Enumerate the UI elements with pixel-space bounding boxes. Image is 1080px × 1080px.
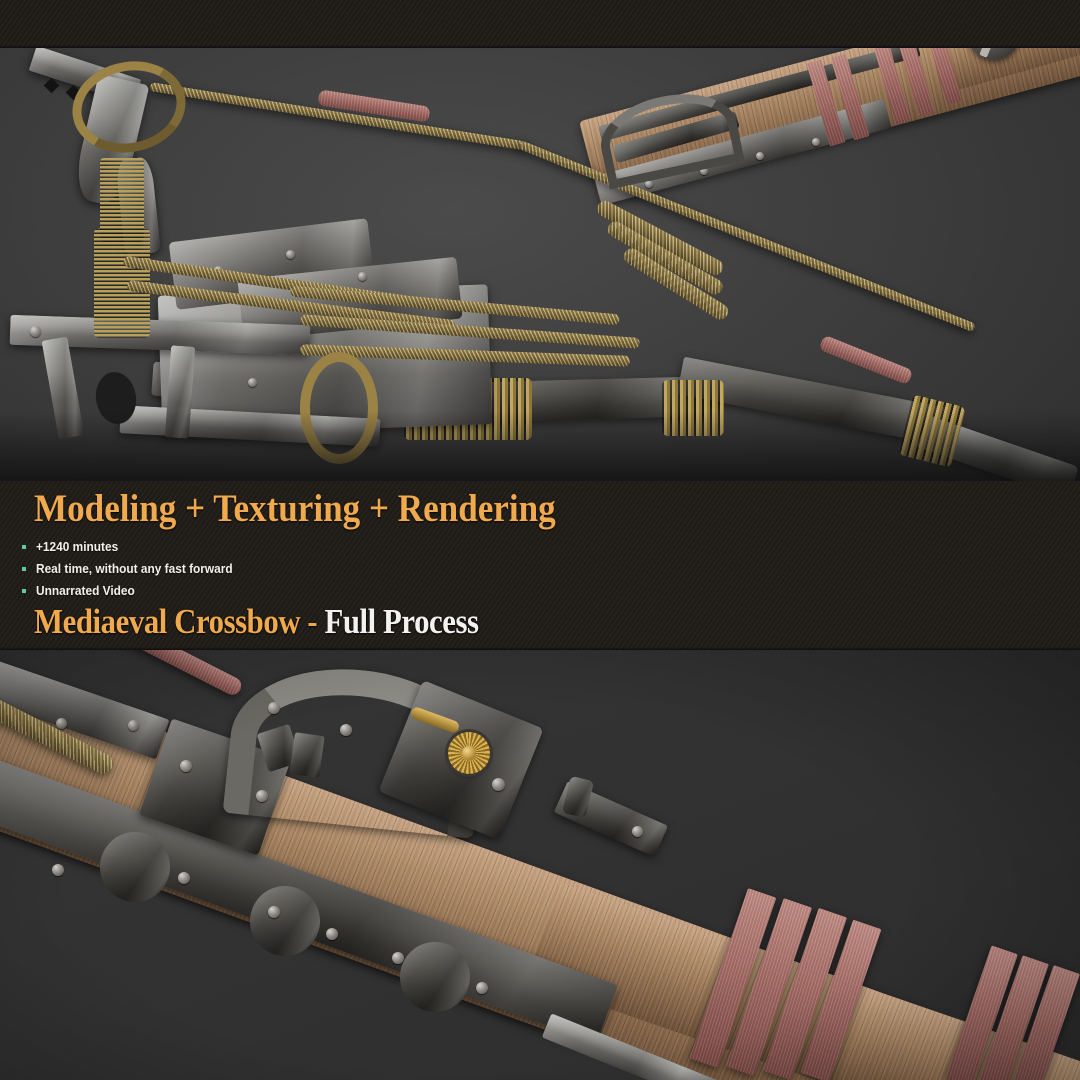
square-bullet-icon <box>22 588 26 593</box>
lock-box-rivet <box>286 250 295 259</box>
bullet-label: Unnarrated Video <box>36 583 135 598</box>
detail-housing-rivet <box>256 790 268 802</box>
detail-housing-rivet <box>180 760 192 772</box>
detail-plate-rivet <box>326 928 338 940</box>
bowstring-right <box>518 140 977 333</box>
string-hook-hole-a <box>43 77 60 94</box>
detail-nut-claw <box>289 732 325 778</box>
bottom-title-dash: - <box>300 602 325 641</box>
brass-medallion-center <box>462 746 476 760</box>
lock-box-rivet <box>358 272 367 281</box>
detail-plate-rivet <box>268 906 280 918</box>
detail-plate-rivet <box>476 982 488 994</box>
process-heading: Modeling + Texturing + Rendering <box>34 487 556 530</box>
bolt-shaft-wrap <box>75 650 245 698</box>
tiller-rivet <box>756 152 764 160</box>
square-bullet-icon <box>22 544 26 549</box>
bowstring-grip-wrap-right <box>818 334 914 386</box>
feature-bullet-list: +1240 minutes Real time, without any fas… <box>22 538 243 604</box>
bottom-title-gold: Mediaeval Crossbow <box>34 602 301 641</box>
middle-info-banner <box>0 481 1080 650</box>
list-item: +1240 minutes <box>22 538 243 555</box>
tiller-rivet <box>812 138 820 146</box>
tiller-rivet <box>645 180 653 188</box>
detail-plate-rivet <box>178 872 190 884</box>
square-bullet-icon <box>22 566 26 571</box>
tiller-rivet <box>700 167 708 175</box>
detail-medallion-rivet <box>492 778 505 791</box>
bottom-title-text: Mediaeval Crossbow - Full Process <box>34 604 479 639</box>
detail-clamp-rivet <box>128 720 139 731</box>
bottom-title-white: Full Process <box>324 602 479 641</box>
crossbow-full-render <box>0 0 1080 481</box>
list-item: Unnarrated Video <box>22 582 243 599</box>
list-item: Real time, without any fast forward <box>22 560 243 577</box>
bullet-label: Real time, without any fast forward <box>36 561 233 576</box>
detail-plate-rivet <box>52 864 64 876</box>
detail-plate-rivet <box>392 952 404 964</box>
stirrup-rivet <box>30 326 41 337</box>
detail-bridge-rivet <box>340 724 352 736</box>
render-top-vignette <box>0 411 1080 481</box>
detail-clamp-rivet <box>56 718 67 729</box>
lock-box-rivet <box>248 378 257 387</box>
detail-latch-rivet <box>632 826 643 837</box>
crossbow-detail-render <box>0 650 1080 1080</box>
bullet-label: +1240 minutes <box>36 539 119 554</box>
detail-bridge-rivet <box>268 702 280 714</box>
top-title-banner <box>0 0 1080 48</box>
